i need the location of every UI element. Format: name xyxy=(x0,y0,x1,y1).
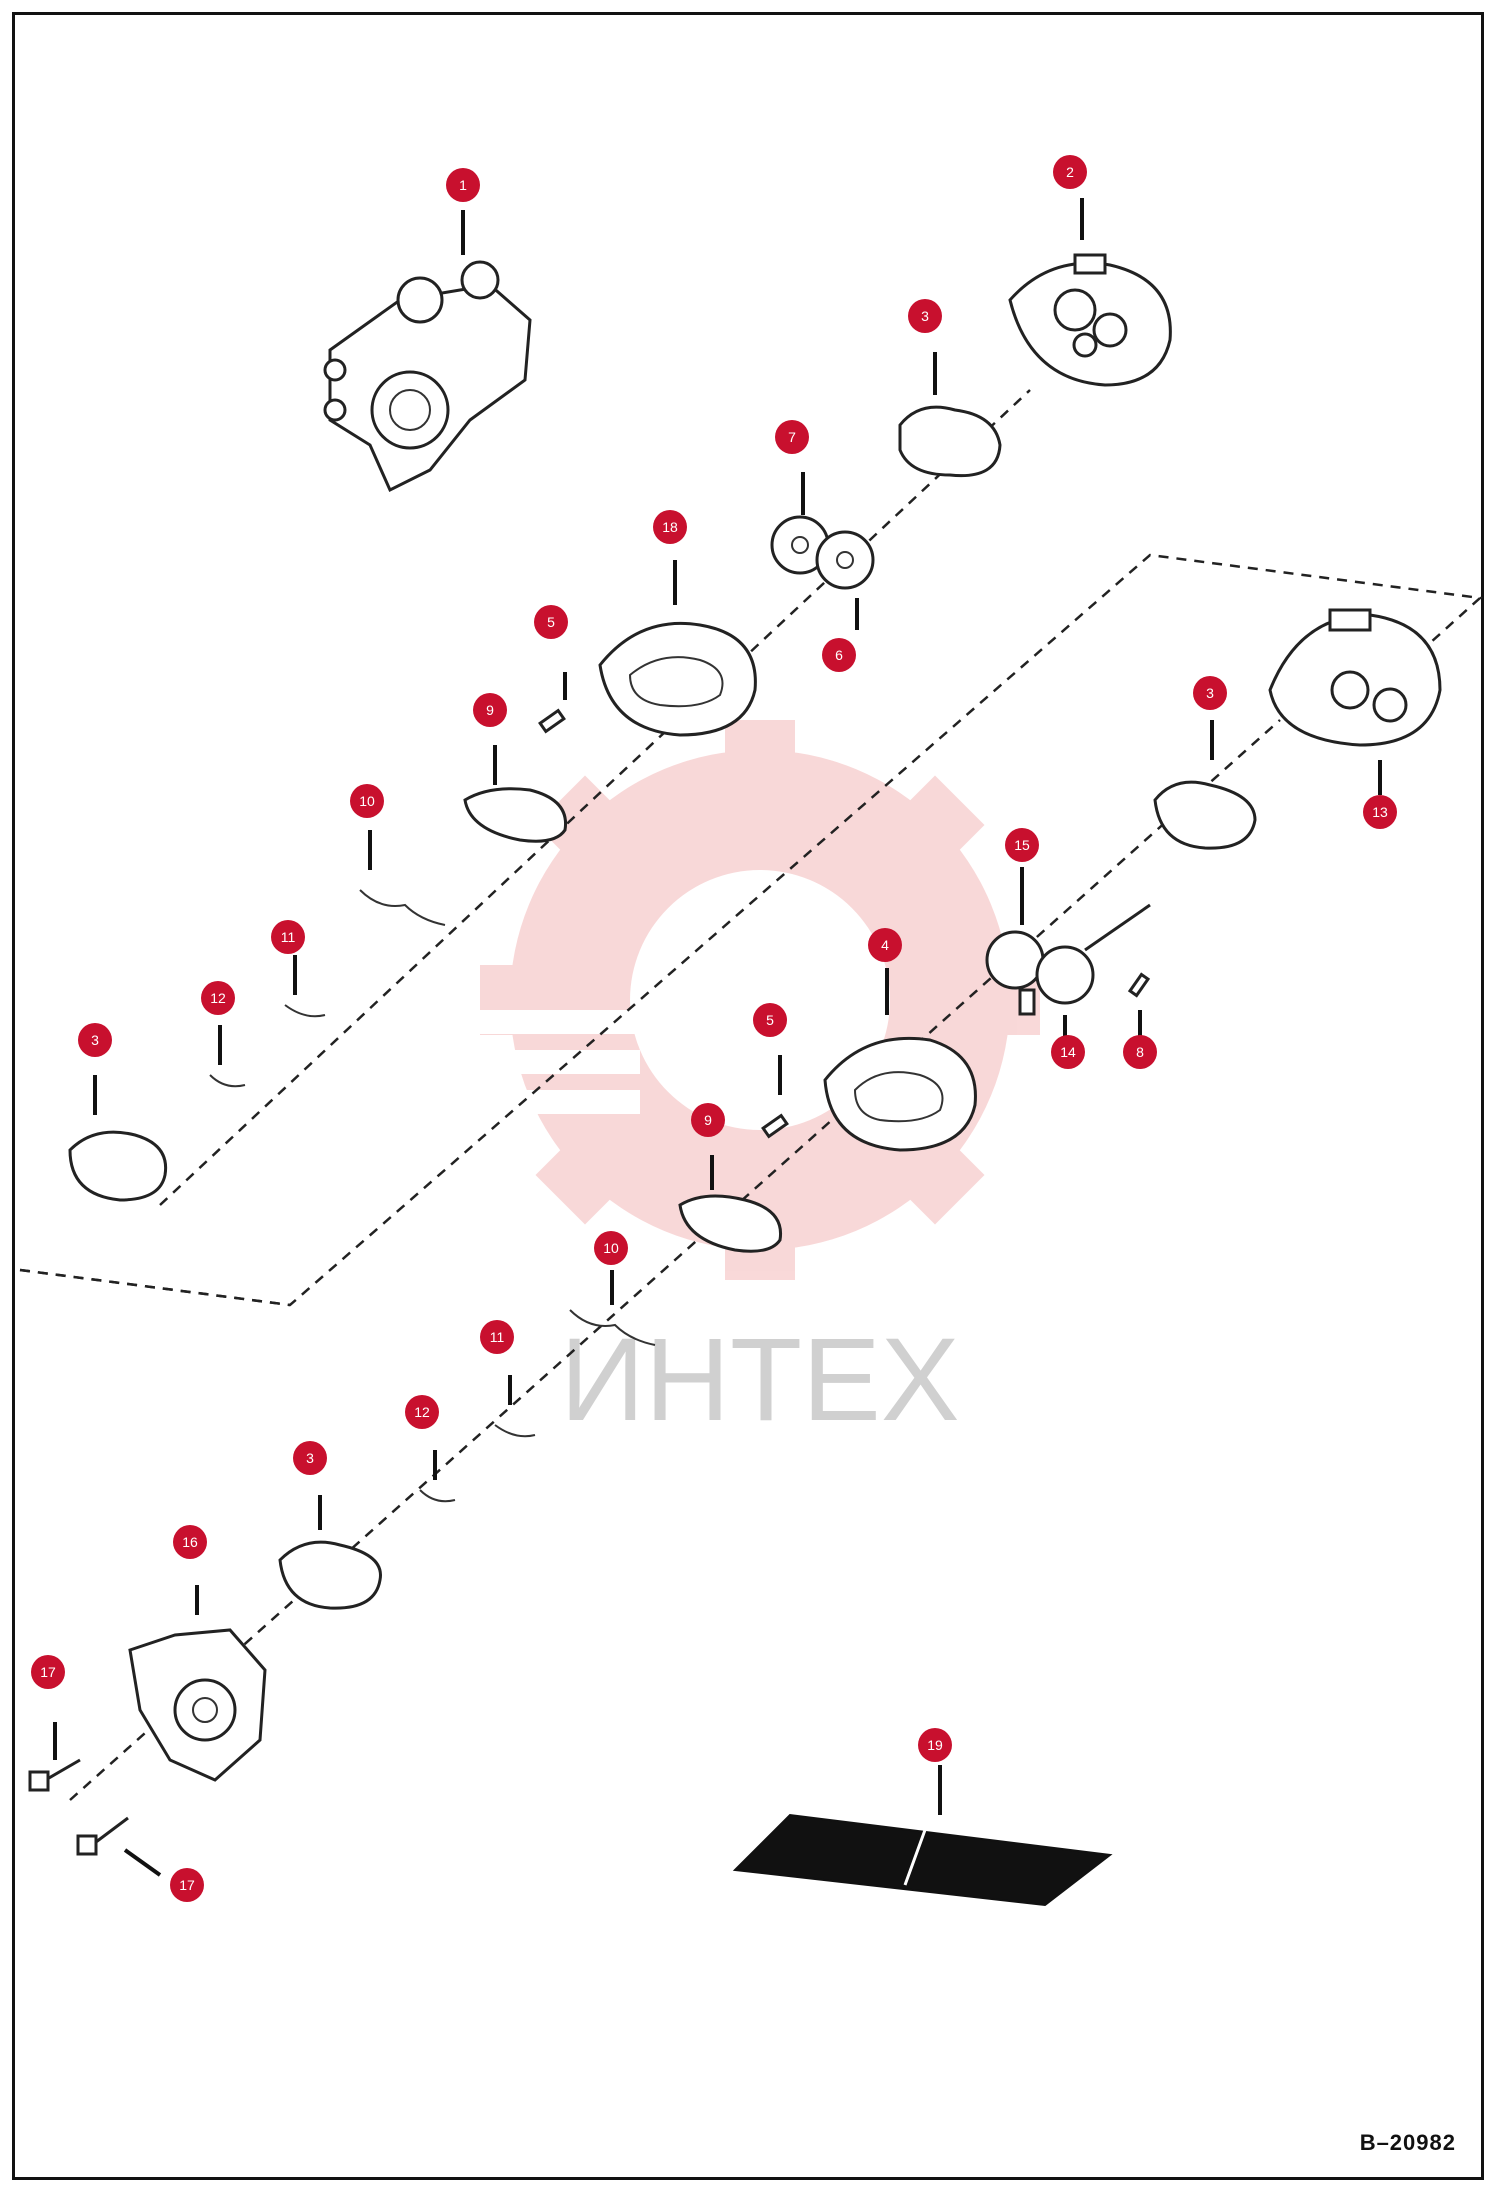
callout-9[interactable]: 9 xyxy=(473,693,507,727)
callout-11[interactable]: 11 xyxy=(271,920,305,954)
callout-9[interactable]: 9 xyxy=(691,1103,725,1137)
svg-text:12: 12 xyxy=(414,1404,430,1420)
callout-3[interactable]: 3 xyxy=(908,299,942,333)
callout-7[interactable]: 7 xyxy=(775,420,809,454)
watermark-text: ИНТЕХ xyxy=(560,1314,960,1446)
port-housing-part xyxy=(1268,608,1442,747)
svg-text:6: 6 xyxy=(835,647,843,663)
lower-axis-line xyxy=(69,719,1281,1801)
svg-text:19: 19 xyxy=(927,1737,943,1753)
svg-text:9: 9 xyxy=(486,702,494,718)
seal-ring-part-1 xyxy=(898,405,1002,478)
callout-13[interactable]: 13 xyxy=(1363,795,1397,829)
seal-part-12a xyxy=(209,1074,246,1088)
callout-19[interactable]: 19 xyxy=(918,1728,952,1762)
svg-text:14: 14 xyxy=(1060,1044,1076,1060)
svg-text:3: 3 xyxy=(1206,685,1214,701)
diagram-frame xyxy=(12,12,1484,2180)
callout-8[interactable]: 8 xyxy=(1123,1035,1157,1069)
drive-gear-pair-part xyxy=(770,515,875,590)
svg-text:5: 5 xyxy=(766,1012,774,1028)
svg-text:5: 5 xyxy=(547,614,555,630)
svg-text:17: 17 xyxy=(40,1664,56,1680)
pump-assembly-part xyxy=(323,260,532,493)
gear-shaft-part xyxy=(985,903,1151,1016)
wear-plate-part-1 xyxy=(463,787,568,843)
callout-18[interactable]: 18 xyxy=(653,510,687,544)
upper-axis-line xyxy=(159,389,1031,1206)
diagram-reference-code: B–20982 xyxy=(1359,2130,1456,2155)
svg-text:2: 2 xyxy=(1066,164,1074,180)
front-flange-part xyxy=(128,1628,267,1782)
svg-text:3: 3 xyxy=(306,1450,314,1466)
watermark-gear-icon xyxy=(440,720,1040,1280)
svg-text:11: 11 xyxy=(490,1329,505,1345)
bolt-part-1 xyxy=(28,1758,81,1792)
svg-text:10: 10 xyxy=(359,793,375,809)
callout-12[interactable]: 12 xyxy=(405,1395,439,1429)
backup-seal-part-1 xyxy=(359,889,446,926)
seal-ring-part-2 xyxy=(68,1130,168,1202)
svg-text:18: 18 xyxy=(662,519,678,535)
gear-housing-lower-part xyxy=(823,1036,977,1152)
dowel-pin-part-2 xyxy=(761,1113,789,1139)
svg-text:13: 13 xyxy=(1372,804,1388,820)
svg-text:4: 4 xyxy=(881,937,889,953)
callout-17[interactable]: 17 xyxy=(170,1868,204,1902)
svg-text:12: 12 xyxy=(210,990,226,1006)
seal-ring-part-3 xyxy=(1153,780,1257,850)
seal-part-12b xyxy=(419,1489,456,1503)
svg-text:1: 1 xyxy=(459,177,467,193)
callout-3[interactable]: 3 xyxy=(78,1023,112,1057)
svg-text:10: 10 xyxy=(603,1240,619,1256)
callout-10[interactable]: 10 xyxy=(350,784,384,818)
callout-10[interactable]: 10 xyxy=(594,1231,628,1265)
callout-1[interactable]: 1 xyxy=(446,168,480,202)
dowel-pin-part-1 xyxy=(538,708,566,734)
callout-6[interactable]: 6 xyxy=(822,638,856,672)
seal-ring-part-4 xyxy=(278,1540,382,1610)
end-cover-part xyxy=(1008,253,1172,387)
svg-text:3: 3 xyxy=(921,308,929,324)
seal-part-11b xyxy=(494,1424,536,1438)
svg-text:16: 16 xyxy=(182,1534,198,1550)
callout-11[interactable]: 11 xyxy=(480,1320,514,1354)
gear-housing-part xyxy=(598,621,757,737)
callout-5[interactable]: 5 xyxy=(753,1003,787,1037)
callout-5[interactable]: 5 xyxy=(534,605,568,639)
callout-16[interactable]: 16 xyxy=(173,1525,207,1559)
callout-3[interactable]: 3 xyxy=(293,1441,327,1475)
svg-text:11: 11 xyxy=(281,929,296,945)
svg-text:8: 8 xyxy=(1136,1044,1144,1060)
kit-bag-part xyxy=(732,1813,1113,1907)
svg-text:17: 17 xyxy=(179,1877,195,1893)
callout-14[interactable]: 14 xyxy=(1051,1035,1085,1069)
callout-4[interactable]: 4 xyxy=(868,928,902,962)
key-part xyxy=(1127,972,1151,998)
backup-seal-part-2 xyxy=(569,1309,656,1346)
svg-text:7: 7 xyxy=(788,429,796,445)
svg-text:9: 9 xyxy=(704,1112,712,1128)
callout-12[interactable]: 12 xyxy=(201,981,235,1015)
bolt-part-2 xyxy=(76,1816,129,1856)
callout-3[interactable]: 3 xyxy=(1193,676,1227,710)
seal-part-11a xyxy=(284,1004,326,1018)
svg-text:3: 3 xyxy=(91,1032,99,1048)
wear-plate-part-2 xyxy=(678,1194,783,1253)
callout-17[interactable]: 17 xyxy=(31,1655,65,1689)
callout-2[interactable]: 2 xyxy=(1053,155,1087,189)
callout-15[interactable]: 15 xyxy=(1005,828,1039,862)
svg-text:15: 15 xyxy=(1014,837,1030,853)
